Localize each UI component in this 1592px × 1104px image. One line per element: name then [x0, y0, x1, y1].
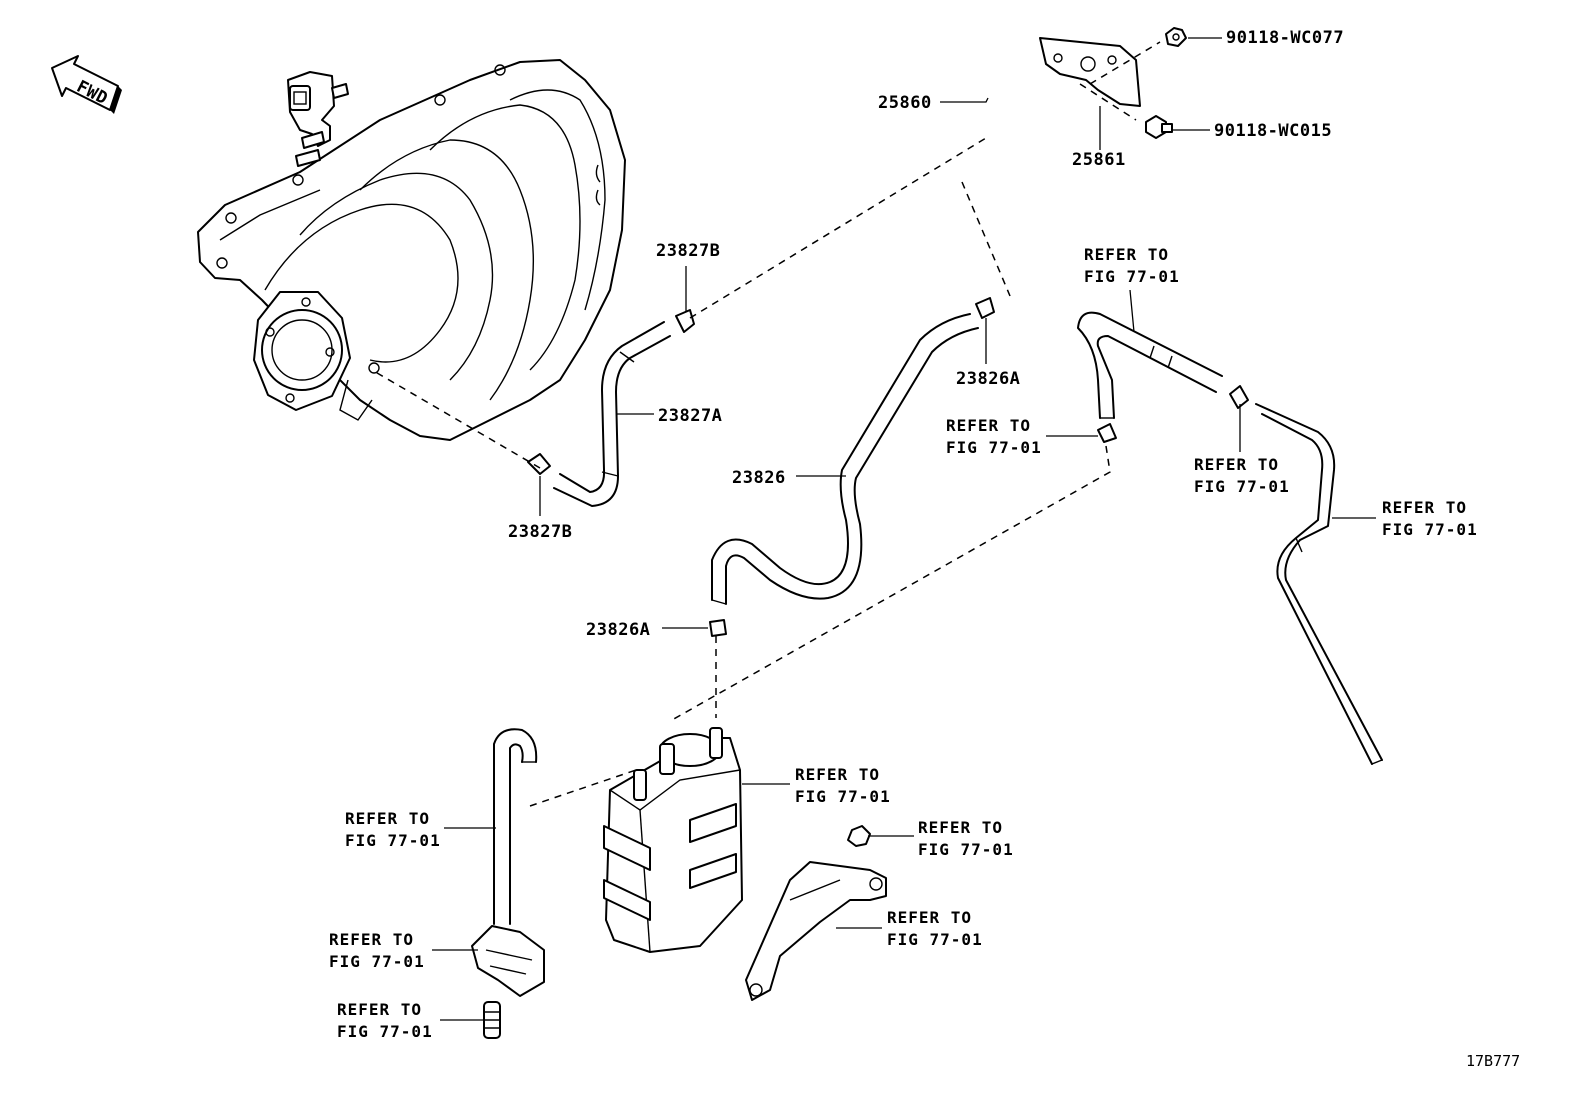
label-23826a-right: 23826A [956, 369, 1020, 389]
part-23826a-clip-bottom [709, 619, 727, 637]
label-23827a: 23827A [658, 406, 722, 426]
refer-line1: REFER TO [337, 1000, 422, 1019]
label-23827b-bottom: 23827B [508, 522, 572, 542]
fitting-lower-left [483, 1001, 501, 1039]
refer-label-10: REFER TO FIG 77-01 [337, 1000, 433, 1041]
refer-line1: REFER TO [795, 765, 880, 784]
refer-line1: REFER TO [329, 930, 414, 949]
label-23827b-top: 23827B [656, 241, 720, 261]
refer-line2: FIG 77-01 [337, 1022, 433, 1041]
refer-label-7: REFER TO FIG 77-01 [918, 818, 1014, 859]
refer-line1: REFER TO [887, 908, 972, 927]
charcoal-canister [603, 727, 743, 953]
refer-line2: FIG 77-01 [1194, 477, 1290, 496]
part-23827b-clip-top [675, 309, 695, 333]
refer-line1: REFER TO [918, 818, 1003, 837]
fwd-arrow-icon: FWD [51, 55, 122, 114]
refer-label-5: REFER TO FIG 77-01 [795, 765, 891, 806]
refer-label-9: REFER TO FIG 77-01 [329, 930, 425, 971]
part-90118-wc015-bolt [1145, 115, 1173, 139]
refer-line2: FIG 77-01 [329, 952, 425, 971]
assembly-lines [371, 41, 1161, 807]
leader-lines [432, 37, 1376, 1021]
refer-line1: REFER TO [1194, 455, 1279, 474]
label-25861: 25861 [1072, 150, 1126, 170]
refer-line2: FIG 77-01 [1382, 520, 1478, 539]
part-25860-vsv [287, 71, 349, 167]
refer-label-4: REFER TO FIG 77-01 [1382, 498, 1478, 539]
part-23826-hose [711, 313, 979, 605]
part-90118-wc077-nut [1165, 27, 1187, 47]
label-90118-wc015: 90118-WC015 [1214, 121, 1332, 141]
refer-line1: REFER TO [1084, 245, 1169, 264]
refer-label-3: REFER TO FIG 77-01 [1194, 455, 1290, 496]
refer-line1: REFER TO [1382, 498, 1467, 517]
label-90118-wc077: 90118-WC077 [1226, 28, 1344, 48]
part-25861-bracket [1039, 37, 1141, 107]
nut-right [847, 825, 871, 847]
canister-bracket [745, 861, 887, 1001]
vapor-pipe-right [1255, 403, 1383, 765]
part-23826a-clip-top [975, 297, 995, 319]
label-23826: 23826 [732, 468, 786, 488]
part-23827a-hose [553, 321, 671, 507]
refer-line1: REFER TO [345, 809, 430, 828]
refer-label-8: REFER TO FIG 77-01 [887, 908, 983, 949]
purge-hose-right [1077, 311, 1223, 419]
label-25860: 25860 [878, 93, 932, 113]
refer-line1: REFER TO [946, 416, 1031, 435]
refer-line2: FIG 77-01 [918, 840, 1014, 859]
figure-id: 17B777 [1466, 1052, 1520, 1070]
refer-line2: FIG 77-01 [946, 438, 1042, 457]
part-23827b-clip-bottom [527, 453, 551, 475]
refer-label-1: REFER TO FIG 77-01 [1084, 245, 1180, 286]
clip-right-a [1097, 423, 1117, 443]
intake-manifold [197, 59, 626, 441]
refer-label-2: REFER TO FIG 77-01 [946, 416, 1042, 457]
refer-line2: FIG 77-01 [795, 787, 891, 806]
clip-right-b [1229, 385, 1249, 409]
purge-hose-left [493, 728, 538, 925]
refer-line2: FIG 77-01 [887, 930, 983, 949]
label-23826a-left: 23826A [586, 620, 650, 640]
refer-line2: FIG 77-01 [345, 831, 441, 850]
refer-label-6: REFER TO FIG 77-01 [345, 809, 441, 850]
connector-lower-left [471, 925, 545, 997]
refer-line2: FIG 77-01 [1084, 267, 1180, 286]
